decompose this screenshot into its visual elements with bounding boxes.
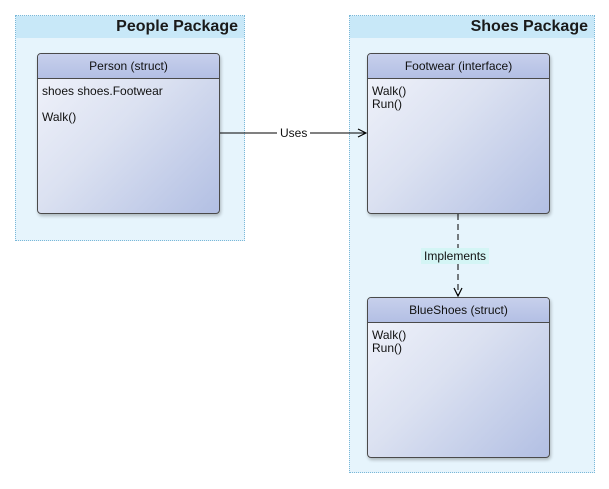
footwear-method-run: Run() [372, 97, 403, 111]
footwear-interface-body: Walk() Run() [368, 79, 549, 117]
footwear-interface[interactable]: Footwear (interface) Walk() Run() [367, 53, 550, 214]
footwear-method-walk: Walk() [372, 84, 407, 98]
implements-label: Implements [421, 248, 490, 264]
person-class-header: Person (struct) [38, 54, 219, 79]
blueshoes-class[interactable]: BlueShoes (struct) Walk() Run() [367, 297, 550, 458]
blueshoes-method-walk: Walk() [372, 328, 407, 342]
people-package-title: People Package [116, 18, 238, 35]
people-package-header: People Package [16, 16, 244, 38]
person-class-body: shoes shoes.Footwear Walk() [38, 79, 219, 130]
person-class[interactable]: Person (struct) shoes shoes.Footwear Wal… [37, 53, 220, 214]
person-field-shoes: shoes shoes.Footwear [42, 84, 163, 98]
blueshoes-class-header: BlueShoes (struct) [368, 298, 549, 323]
person-method-walk: Walk() [42, 110, 77, 124]
shoes-package-header: Shoes Package [350, 16, 594, 38]
blueshoes-class-body: Walk() Run() [368, 323, 549, 361]
uses-label: Uses [277, 126, 311, 140]
blueshoes-method-run: Run() [372, 341, 403, 355]
footwear-interface-header: Footwear (interface) [368, 54, 549, 79]
shoes-package-title: Shoes Package [470, 18, 588, 35]
